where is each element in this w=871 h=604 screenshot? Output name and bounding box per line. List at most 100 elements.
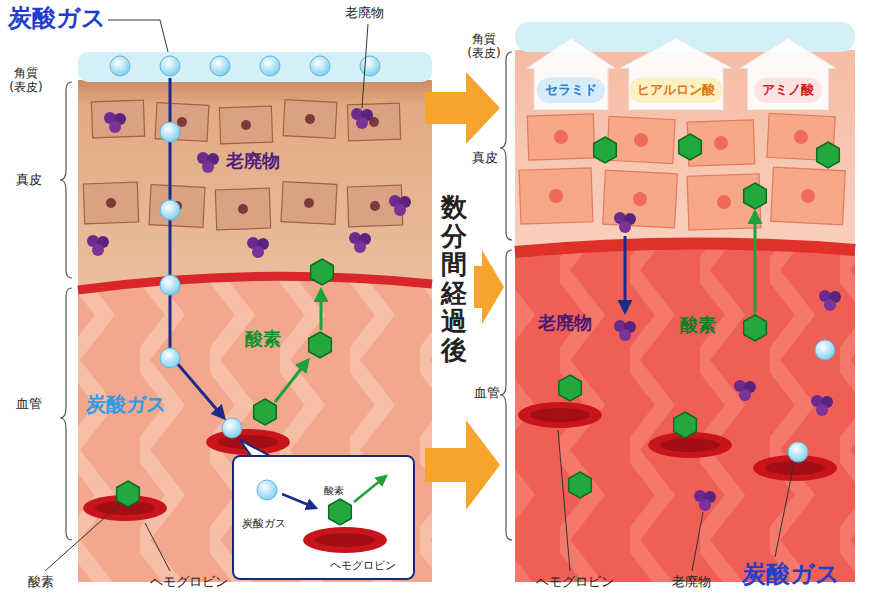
left-panel [78, 276, 432, 582]
inset-illustration [232, 455, 415, 580]
gas-path-arrow [170, 78, 625, 418]
arrow-shape [620, 38, 732, 110]
skin-cell [83, 100, 402, 230]
right-panel [515, 243, 855, 252]
leader-line [108, 20, 168, 52]
skin-cell [238, 204, 248, 214]
skin-cell [519, 168, 593, 224]
inset-illustration [354, 476, 386, 502]
oxygen-molecule [744, 183, 767, 209]
left-panel [78, 52, 432, 582]
inset-illustration [257, 480, 277, 500]
skin-cell [771, 167, 846, 225]
skin-cell [283, 100, 337, 139]
oxygen-molecule [559, 375, 582, 401]
skin-cell [603, 170, 678, 228]
gas-label: 炭酸ガス [86, 392, 166, 416]
waste-particle [87, 108, 841, 511]
oxygen-molecule [117, 134, 840, 507]
skin-cell [634, 133, 648, 147]
node-text: アミノ酸 [762, 82, 814, 98]
gas-bubble [815, 340, 835, 360]
gas-bubble [360, 56, 380, 76]
inset-illustration [282, 494, 316, 508]
skin-cell [91, 100, 144, 138]
waste-particle [389, 195, 411, 216]
skin-cell [714, 136, 728, 150]
oxygen-molecule [674, 412, 697, 438]
gas-title: 炭酸ガス [8, 4, 106, 33]
oxygen-label: 酸素 [245, 328, 281, 350]
right-panel [515, 22, 855, 582]
gas-bubble [110, 56, 130, 76]
skin-cell [549, 189, 563, 203]
right-panel [515, 243, 855, 582]
amino-arrow: アミノ酸 [740, 38, 836, 110]
layer-label: 角質 (表皮) [462, 32, 506, 61]
oxygen-path-arrow [275, 212, 755, 402]
layer-label: 真皮 [472, 150, 498, 166]
hemoglobin [83, 402, 837, 521]
leader-line [145, 523, 170, 571]
callout-label: 老廃物 [672, 574, 711, 590]
skin-cell [155, 103, 209, 142]
leader-line [45, 20, 794, 571]
gas-bubble [260, 56, 280, 76]
gas-bubble [160, 56, 180, 76]
oxygen-molecule [679, 134, 702, 160]
oxygen-path-arrow [275, 360, 308, 402]
arrow-shape [527, 38, 615, 110]
layer-bracket [60, 82, 72, 278]
layer-bracket [60, 288, 72, 540]
node-text: 酸素 [324, 485, 344, 497]
oxygen-molecule [594, 137, 617, 163]
oxygen-molecule [817, 142, 840, 168]
label-pill [754, 77, 822, 103]
waste-particle [614, 212, 636, 233]
arrow-shape [527, 38, 615, 110]
arrow-shape [620, 38, 732, 110]
oxygen-molecule [254, 399, 277, 425]
waste-particle [811, 395, 833, 416]
skin-cell [633, 192, 647, 206]
left-panel [78, 276, 432, 290]
waste-label: 老廃物 [226, 150, 280, 172]
gas-bubble [222, 418, 242, 438]
layer-label: 血管 [16, 396, 42, 412]
gas-bubble [788, 442, 808, 462]
skin-cell [801, 189, 815, 203]
skin-cell [177, 117, 187, 127]
skin-cell [83, 182, 138, 224]
waste-particle [349, 232, 371, 253]
skin-cell [519, 113, 845, 230]
skin-cell [215, 188, 270, 230]
layer-label: 血管 [474, 385, 500, 401]
leader-line [45, 503, 121, 571]
elapsed-arrow [425, 420, 500, 510]
waste-particle [734, 380, 756, 401]
skin-cell [106, 198, 116, 208]
leader-line [692, 512, 703, 571]
waste-particle [351, 108, 373, 129]
skin-cell [527, 114, 594, 160]
skin-cell [347, 103, 400, 141]
elapsed-label: 数分間経過後 [441, 193, 467, 365]
gas-bubble [110, 56, 835, 462]
waste-particle [694, 490, 716, 511]
leader-line [558, 430, 570, 571]
waste-particle [104, 112, 126, 133]
gas-bubble [310, 56, 330, 76]
inset-box: 炭酸ガス酸素ヘモグロビン [232, 455, 415, 580]
leader-line [362, 24, 368, 108]
oxygen-molecule [117, 481, 140, 507]
waste-particle [197, 152, 219, 173]
layer-label: 角質 (表皮) [4, 66, 48, 95]
label-pill [629, 77, 723, 103]
callout-label: ヘモグロビン [536, 574, 614, 590]
skin-cell [794, 130, 808, 144]
oxygen-molecule [569, 472, 592, 498]
gas-bubble [160, 275, 180, 295]
label-pill [537, 77, 605, 103]
skin-cell [219, 106, 272, 144]
